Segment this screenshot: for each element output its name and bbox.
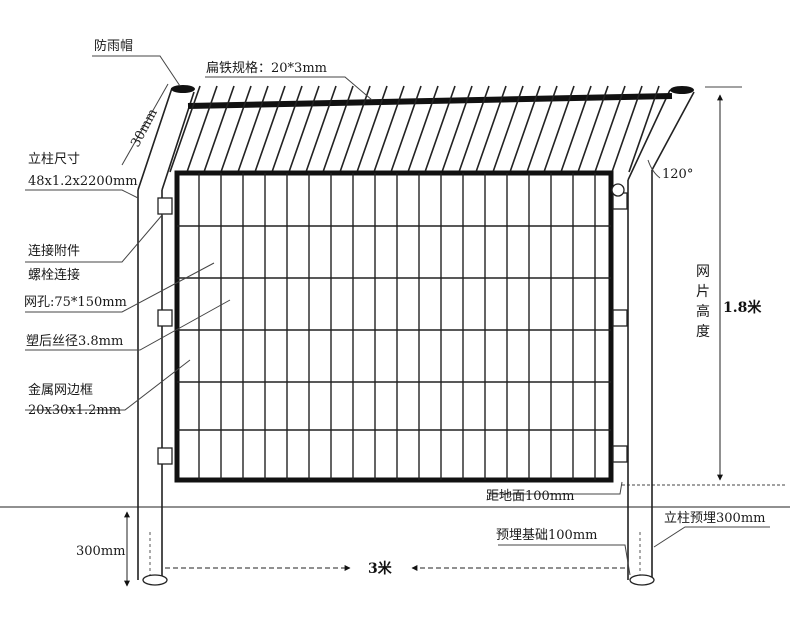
- wire-diameter-label: 塑后丝径3.8mm: [26, 334, 123, 349]
- frame-title: 金属网边框: [28, 382, 93, 398]
- mesh-hole-label: 网孔:75*150mm: [24, 295, 127, 310]
- panel-height-char-2: 高: [696, 303, 710, 320]
- frame-value: 20x30x1.2mm: [28, 403, 121, 418]
- leader-embed-base: [498, 544, 631, 576]
- leader-mesh-hole: [25, 262, 215, 313]
- flat-iron-spec-label: 扁铁规格：20*3mm: [206, 60, 327, 76]
- top-diagonal-wires: [169, 85, 660, 173]
- flat-iron-bar: [187, 93, 673, 109]
- connector-clips: [157, 183, 628, 465]
- embed-base-label: 预埋基础100mm: [496, 528, 597, 543]
- leader-flat-iron: [205, 76, 373, 101]
- right-rain-cap: [670, 86, 694, 94]
- mesh-panel: [174, 170, 614, 483]
- leader-ground-clearance: [490, 481, 623, 495]
- leader-cap-dim: [121, 83, 169, 166]
- span-width-label: 3米: [368, 560, 393, 577]
- post-size-value: 48x1.2x2200mm: [28, 174, 138, 189]
- leader-connector: [25, 213, 164, 263]
- leader-rain-cap: [92, 55, 181, 87]
- embed-depth-label: 300mm: [76, 544, 125, 559]
- cap-dim-label: 30mm: [128, 106, 161, 149]
- leader-wire: [25, 299, 231, 351]
- panel-height-char-1: 片: [696, 284, 710, 300]
- ground-clearance-label: 距地面100mm: [486, 489, 574, 504]
- left-post: [137, 87, 195, 586]
- left-rain-cap: [171, 85, 195, 93]
- panel-height-char-3: 度: [696, 324, 710, 340]
- connector-sub: 螺栓连接: [28, 267, 80, 283]
- post-size-title: 立柱尺寸: [28, 152, 80, 167]
- right-post: [627, 89, 695, 586]
- connector-title: 连接附件: [28, 243, 80, 259]
- post-embed-label: 立柱预埋300mm: [664, 511, 765, 526]
- rain-cap-label: 防雨帽: [94, 38, 133, 54]
- leader-angle: [647, 159, 661, 179]
- leader-post-embed: [653, 526, 770, 548]
- leader-post-size: [25, 189, 139, 199]
- leader-frame: [25, 359, 191, 411]
- panel-height-char-0: 网: [696, 264, 710, 280]
- panel-height-value: 1.8米: [723, 299, 762, 316]
- bend-angle-label: 120°: [662, 167, 693, 182]
